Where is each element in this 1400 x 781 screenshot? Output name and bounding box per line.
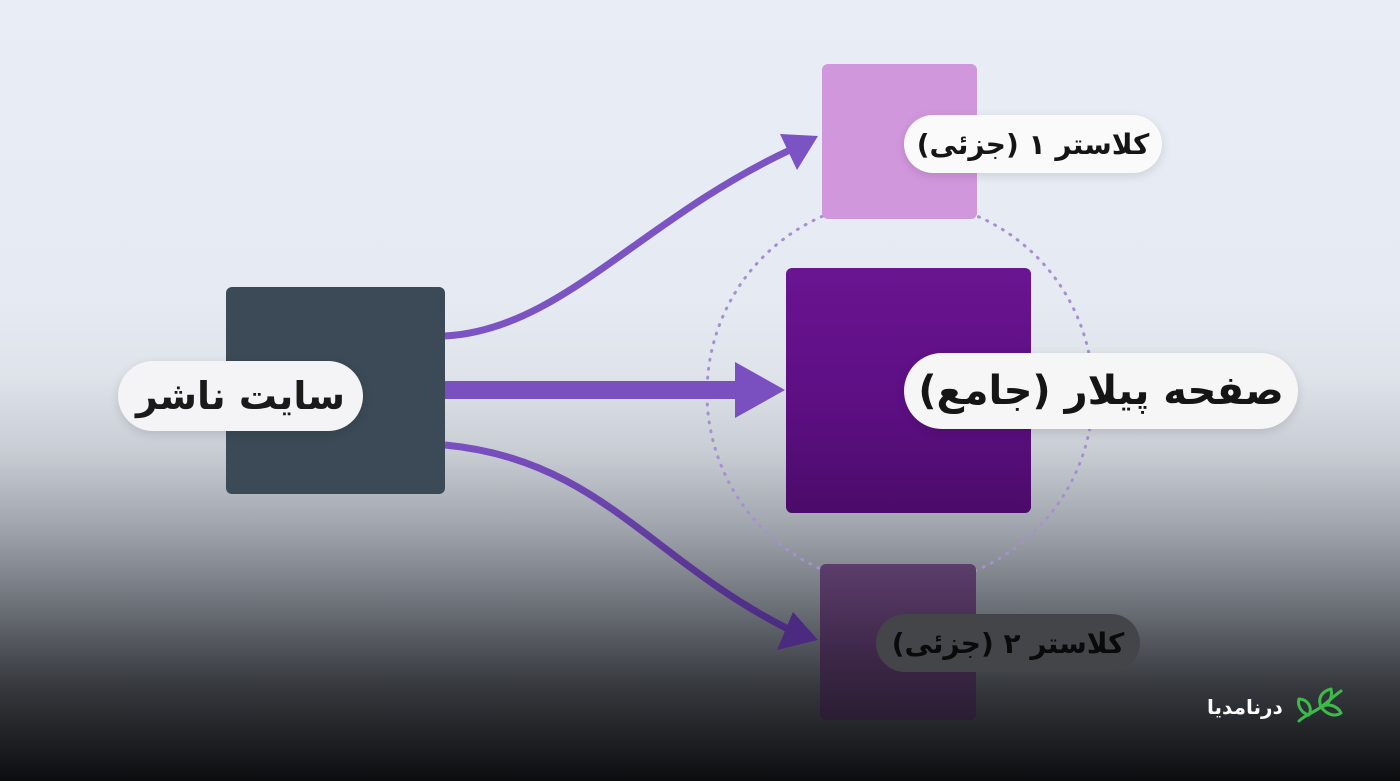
arrowhead-cluster2: [777, 612, 818, 650]
logo-text: درنامدیا: [1207, 695, 1283, 719]
brand-logo: درنامدیا: [1207, 682, 1352, 732]
cluster2-label: کلاستر ۲ (جزئی): [876, 614, 1140, 672]
arrow-to-cluster1: [444, 146, 792, 340]
arrowhead-cluster1: [780, 134, 818, 170]
arrow-to-pillar-shaft: [445, 381, 740, 399]
leaf-icon: [1296, 687, 1343, 723]
source-label: سایت ناشر: [118, 361, 363, 431]
arrow-to-cluster2: [444, 441, 792, 634]
pillar-label: صفحه پیلار (جامع): [904, 353, 1298, 429]
arrowhead-pillar: [735, 362, 785, 418]
cluster1-label: کلاستر ۱ (جزئی): [904, 115, 1162, 173]
